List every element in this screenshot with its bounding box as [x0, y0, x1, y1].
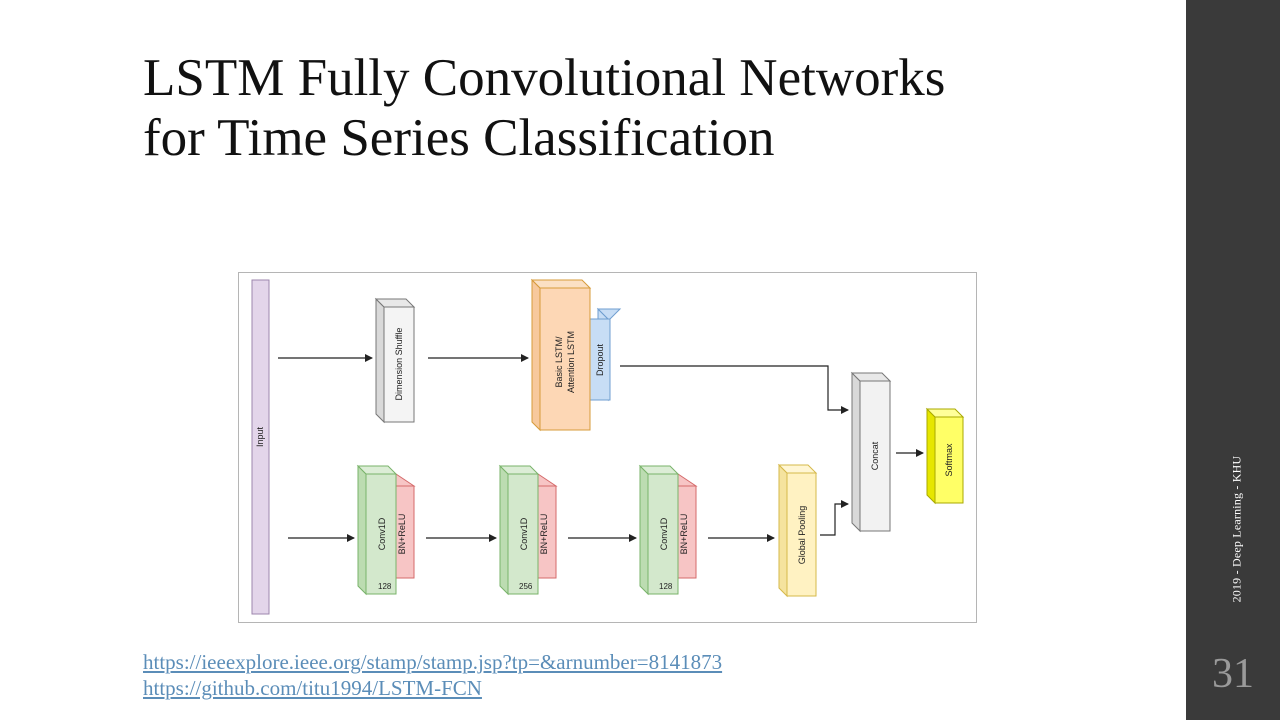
- slide-title: LSTM Fully Convolutional Networks for Ti…: [143, 48, 1173, 168]
- reference-links: https://ieeexplore.ieee.org/stamp/stamp.…: [143, 649, 722, 701]
- lstm-block: Basic LSTM/ Attention LSTM Dropout: [530, 278, 622, 432]
- conv-block-2: Conv1D BN+ReLU 256: [498, 464, 558, 596]
- bn2-label: BN+ReLU: [539, 514, 549, 555]
- input-block: Input: [251, 279, 270, 615]
- page-number: 31: [1212, 651, 1254, 697]
- conv-block-3: Conv1D BN+ReLU 128: [638, 464, 698, 596]
- conv3-label: Conv1D: [659, 517, 669, 550]
- input-label: Input: [255, 426, 265, 447]
- concat-label: Concat: [870, 441, 880, 470]
- arrow-pooling-to-concat: [820, 500, 849, 536]
- conv2-filters: 256: [519, 582, 533, 591]
- conv1-label: Conv1D: [377, 517, 387, 550]
- bn3-label: BN+ReLU: [679, 514, 689, 555]
- lstm-label-line-2: Attention LSTM: [566, 331, 576, 393]
- softmax-label: Softmax: [944, 443, 954, 477]
- softmax-block: Softmax: [925, 407, 965, 505]
- right-sidebar: [1186, 0, 1280, 720]
- dropout-label: Dropout: [595, 343, 605, 376]
- conv3-filters: 128: [659, 582, 673, 591]
- bn1-label: BN+ReLU: [397, 514, 407, 555]
- dimension-shuffle-block: Dimension Shuffle: [374, 297, 416, 424]
- global-pooling-label: Global Pooling: [797, 506, 807, 565]
- conv2-label: Conv1D: [519, 517, 529, 550]
- conv-block-1: Conv1D BN+ReLU 128: [356, 464, 416, 596]
- github-repo-link[interactable]: https://github.com/titu1994/LSTM-FCN: [143, 676, 482, 700]
- footer-text: 2019 - Deep Learning - KHU: [1229, 455, 1244, 603]
- dimension-shuffle-label: Dimension Shuffle: [394, 328, 404, 401]
- global-pooling-block: Global Pooling: [777, 463, 818, 598]
- conv1-filters: 128: [378, 582, 392, 591]
- title-line-2: for Time Series Classification: [143, 109, 775, 167]
- architecture-diagram: Input Dimension Shuffle Basic LSTM/ Atte…: [238, 272, 977, 623]
- concat-block: Concat: [850, 371, 892, 533]
- arrow-lstm-to-concat: [620, 365, 849, 414]
- ieee-paper-link[interactable]: https://ieeexplore.ieee.org/stamp/stamp.…: [143, 650, 723, 674]
- title-line-1: LSTM Fully Convolutional Networks: [143, 49, 946, 107]
- arrows: [278, 354, 924, 542]
- slide: LSTM Fully Convolutional Networks for Ti…: [143, 48, 1173, 701]
- lstm-label-line-1: Basic LSTM/: [554, 336, 564, 388]
